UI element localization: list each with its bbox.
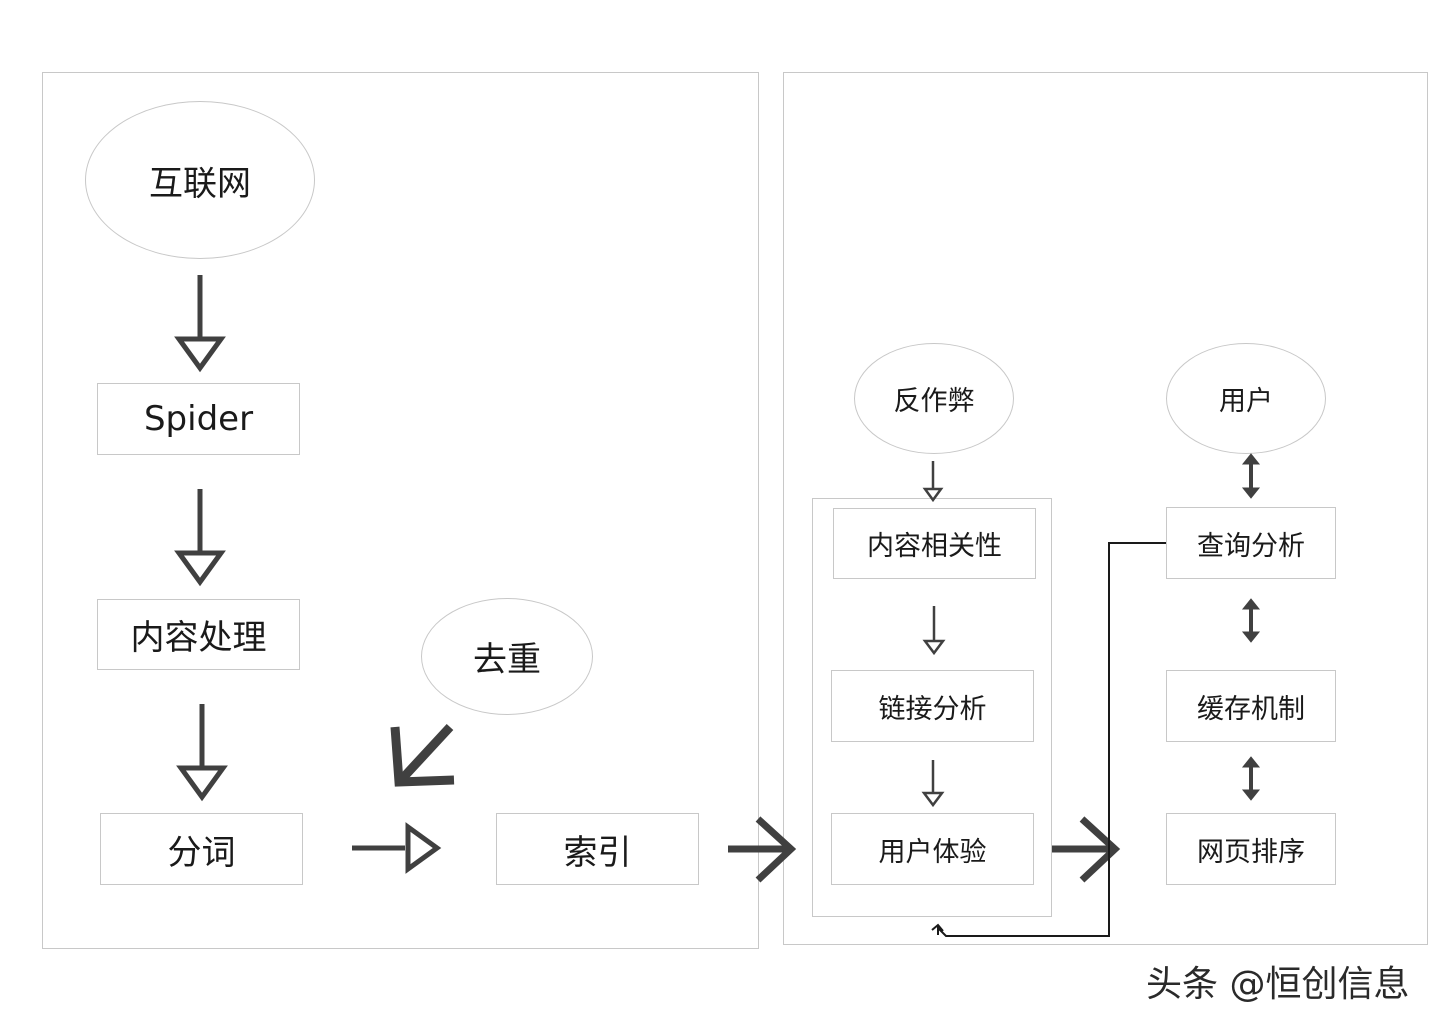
index-node: 索引 xyxy=(496,813,699,885)
word-segmentation-node: 分词 xyxy=(100,813,303,885)
cache-mechanism-node: 缓存机制 xyxy=(1166,670,1336,742)
link-analysis-label: 链接分析 xyxy=(878,693,987,725)
user-node: 用户 xyxy=(1166,343,1326,454)
page-ranking-node: 网页排序 xyxy=(1166,813,1336,885)
content-processing-label: 内容处理 xyxy=(130,618,267,658)
word-segmentation-label: 分词 xyxy=(167,832,236,873)
spider-label: Spider xyxy=(143,399,254,439)
spider-node: Spider xyxy=(97,383,300,455)
user-label: 用户 xyxy=(1219,386,1273,417)
internet-node: 互联网 xyxy=(85,101,315,259)
page-ranking-label: 网页排序 xyxy=(1197,836,1305,868)
watermark: 头条 @恒创信息 xyxy=(1146,964,1410,1005)
content-relevance-node: 内容相关性 xyxy=(833,508,1036,579)
content-relevance-label: 内容相关性 xyxy=(867,531,1002,562)
user-experience-node: 用户体验 xyxy=(831,813,1034,885)
deduplication-label: 去重 xyxy=(473,640,541,680)
query-analysis-label: 查询分析 xyxy=(1197,530,1305,562)
index-label: 索引 xyxy=(563,832,632,873)
anti-cheating-node: 反作弊 xyxy=(854,343,1014,454)
internet-label: 互联网 xyxy=(149,163,251,204)
link-analysis-node: 链接分析 xyxy=(831,670,1034,742)
user-experience-label: 用户体验 xyxy=(878,836,987,868)
cache-mechanism-label: 缓存机制 xyxy=(1197,693,1305,725)
deduplication-node: 去重 xyxy=(421,598,593,715)
anti-cheating-label: 反作弊 xyxy=(893,386,975,417)
content-processing-node: 内容处理 xyxy=(97,599,300,670)
query-analysis-node: 查询分析 xyxy=(1166,507,1336,579)
